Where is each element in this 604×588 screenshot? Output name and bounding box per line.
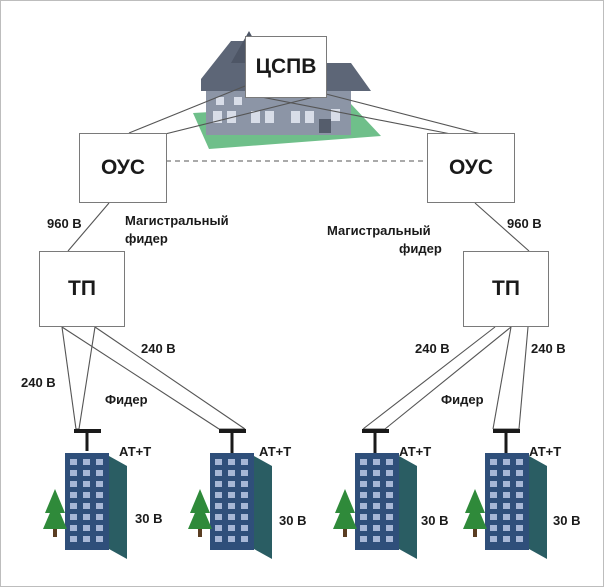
- apartment-buildings: [43, 453, 547, 559]
- voltage-30-1: 30 В: [135, 511, 163, 526]
- transformer-bars: [74, 429, 520, 454]
- voltage-30-3: 30 В: [421, 513, 449, 528]
- main-feeder-right-line1: Магистральный: [327, 223, 431, 238]
- transformer-label-3: АТ+Т: [399, 444, 432, 459]
- main-feeder-right-line2: фидер: [399, 241, 442, 256]
- feeder-label-right: Фидер: [441, 392, 484, 407]
- transformer-label-1: АТ+Т: [119, 444, 152, 459]
- feeder-label-left: Фидер: [105, 392, 148, 407]
- apartment-building-2: [188, 453, 272, 559]
- voltage-960-left: 960 В: [47, 216, 82, 231]
- transformer-label-2: АТ+Т: [259, 444, 292, 459]
- ous-left-box: ОУС: [79, 133, 167, 203]
- ous-right-box: ОУС: [427, 133, 515, 203]
- house-illustration: [193, 31, 381, 149]
- voltage-240-left-diag: 240 В: [141, 341, 176, 356]
- voltage-240-left-down: 240 В: [21, 375, 56, 390]
- voltage-240-right-diag: 240 В: [415, 341, 450, 356]
- main-feeder-left-line2: фидер: [125, 231, 168, 246]
- apartment-building-3: [333, 453, 417, 559]
- transformer-label-4: АТ+Т: [529, 444, 562, 459]
- voltage-240-right-down: 240 В: [531, 341, 566, 356]
- apartment-building-1: [43, 453, 127, 559]
- cspv-box: ЦСПВ: [245, 36, 327, 98]
- voltage-30-4: 30 В: [553, 513, 581, 528]
- apartment-building-4: [463, 453, 547, 559]
- main-feeder-left-line1: Магистральный: [125, 213, 229, 228]
- connection-lines: [61, 85, 530, 430]
- tp-left-box: ТП: [39, 251, 125, 327]
- voltage-30-2: 30 В: [279, 513, 307, 528]
- tp-right-box: ТП: [463, 251, 549, 327]
- voltage-960-right: 960 В: [507, 216, 542, 231]
